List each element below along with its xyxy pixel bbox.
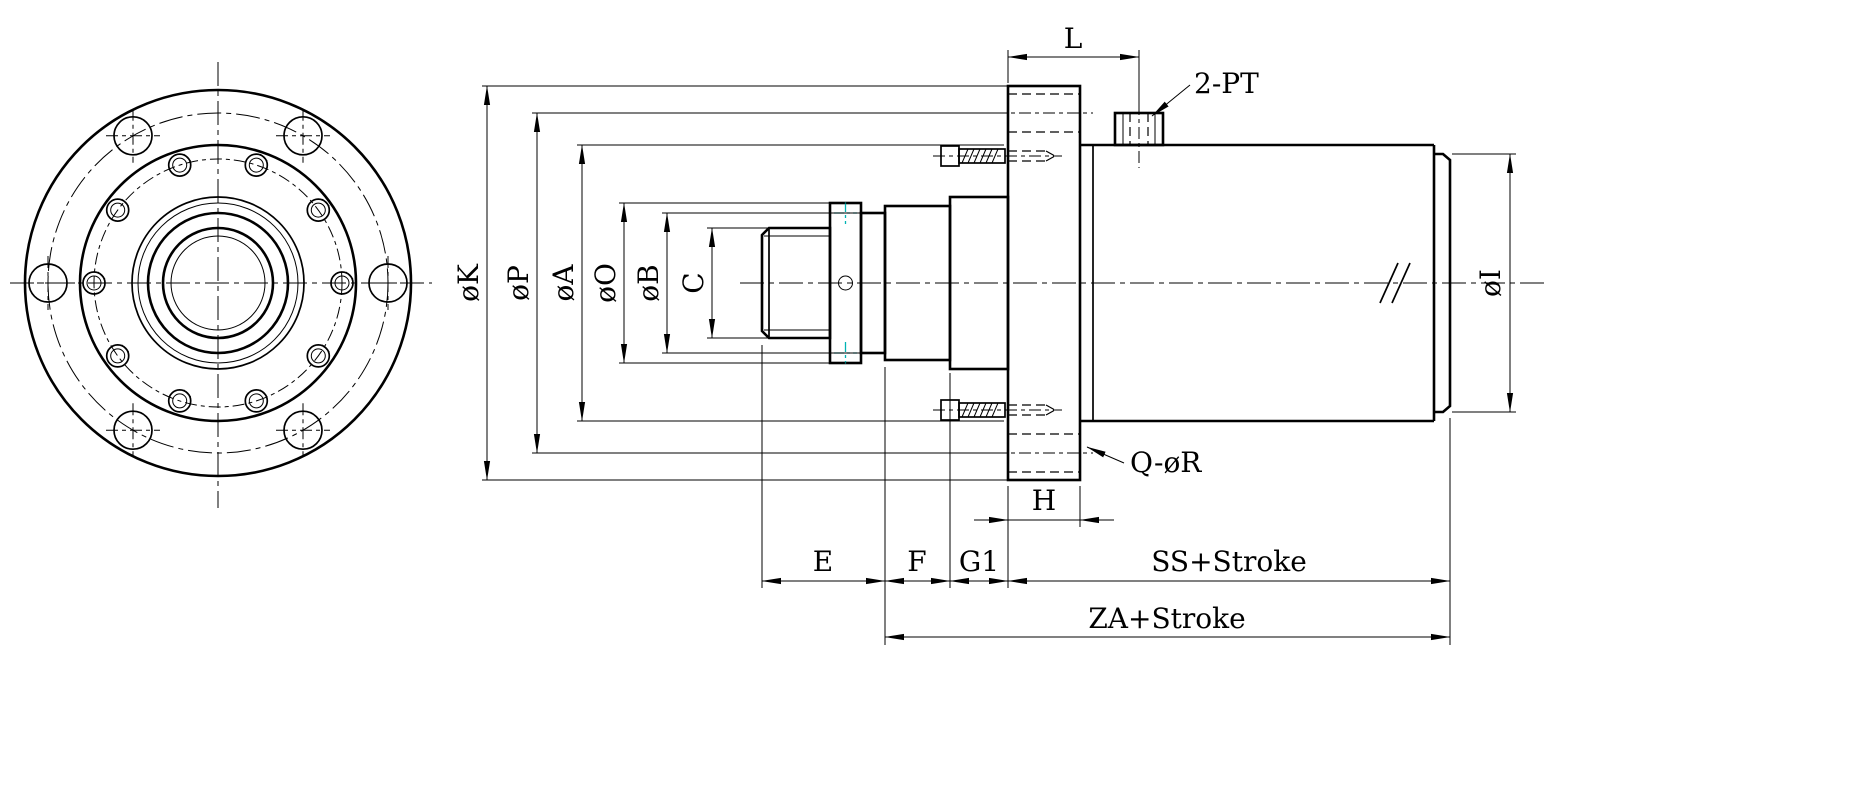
dim-label-dia-k: øK <box>452 263 485 302</box>
dim-label-l: L <box>1064 22 1083 55</box>
dim-dia-i: øI <box>1452 153 1516 413</box>
dim-label-e: E <box>813 545 833 578</box>
dim-label-dia-b: øB <box>632 264 665 301</box>
callout-label-flange-holes: Q-øR <box>1130 446 1202 479</box>
dim-label-ss-stroke: SS+Stroke <box>1151 545 1307 578</box>
dim-label-g1: G1 <box>959 545 999 578</box>
inner-bolt-circle <box>93 158 343 408</box>
dim-dia-p: øP <box>502 112 1093 454</box>
cylinder-tube-circle <box>78 143 358 423</box>
callout-label-port: 2-PT <box>1194 67 1259 100</box>
port-boss <box>1113 103 1165 168</box>
dim-c: C <box>677 227 775 339</box>
front-view <box>10 62 432 508</box>
dimensions: øK øP øA øO øB <box>452 22 1516 645</box>
center-bores <box>131 196 305 370</box>
dim-e: E <box>761 345 886 645</box>
dim-label-c: C <box>677 272 710 293</box>
dim-g1: G1 <box>949 545 1009 585</box>
dim-f: F <box>884 373 951 588</box>
dim-label-za-stroke: ZA+Stroke <box>1088 602 1245 635</box>
tie-rod-stud-bottom <box>933 399 1062 421</box>
dim-dia-a: øA <box>547 144 1004 422</box>
tie-rod-stud-top <box>933 145 1062 167</box>
break-marks <box>1379 262 1411 304</box>
dim-dia-k: øK <box>452 85 1008 481</box>
dim-label-dia-a: øA <box>547 264 580 302</box>
dim-h: H <box>974 484 1114 588</box>
callout-flange-holes: Q-øR <box>1086 446 1202 479</box>
callout-port: 2-PT <box>1151 67 1259 117</box>
dim-label-dia-p: øP <box>502 265 535 301</box>
dim-label-h: H <box>1032 484 1056 517</box>
dim-za-stroke: ZA+Stroke <box>884 602 1451 641</box>
dim-dia-o: øO <box>589 202 850 364</box>
dim-ss-stroke: SS+Stroke <box>1007 418 1451 645</box>
dim-dia-b: øB <box>632 212 882 354</box>
dim-label-f: F <box>907 545 926 578</box>
side-view <box>740 84 1548 482</box>
dim-l: L <box>1007 22 1140 109</box>
dim-label-dia-i: øI <box>1474 269 1507 297</box>
mounting-flange <box>1006 84 1082 482</box>
dim-label-dia-o: øO <box>589 263 622 303</box>
